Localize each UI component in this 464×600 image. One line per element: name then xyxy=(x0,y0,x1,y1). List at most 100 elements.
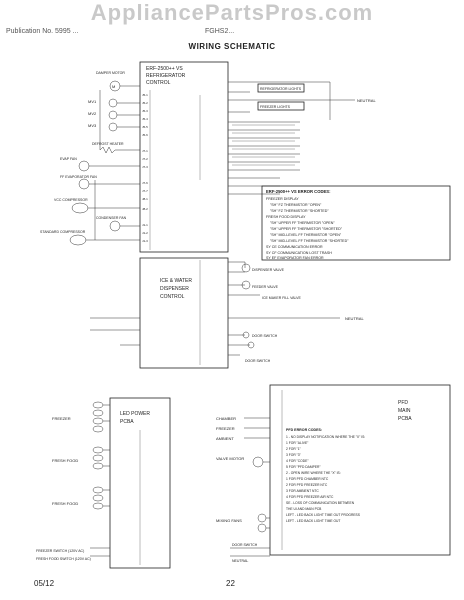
left-components: DAMPER MOTOR M MV1 MV2 MV3 DEFROST HEATE… xyxy=(40,71,127,246)
mixing-fan-1-icon xyxy=(257,513,267,523)
svg-text:FREEZER: FREEZER xyxy=(216,426,235,431)
dispenser-wires xyxy=(90,261,340,356)
svg-text:MIXING FANS: MIXING FANS xyxy=(216,518,242,523)
pfd-left-components: CHAMBER FREEZER AMBIENT VALVE MOTOR MIXI… xyxy=(216,416,267,533)
svg-text:J7-1: J7-1 xyxy=(142,149,148,153)
svg-text:SY CF COMMUNICATION LOST TRA: SY CF COMMUNICATION LOST TRASH xyxy=(266,251,332,255)
led-left-components: FREEZER FRESH FOOD FRESH FOOD FREEZER SW… xyxy=(36,401,104,561)
led-title-2: PCBA xyxy=(120,419,134,425)
svg-text:"SH" FZ THERMISTOR "SHORTED": "SH" FZ THERMISTOR "SHORTED" xyxy=(270,209,329,213)
neutral-label-mid: NEUTRAL xyxy=(345,316,364,321)
dispenser-title-2: DISPENSER xyxy=(160,286,189,292)
page-title: WIRING SCHEMATIC xyxy=(188,42,276,51)
svg-text:FRESH FOOD SWITCH (120V AC): FRESH FOOD SWITCH (120V AC) xyxy=(36,557,91,561)
door-switch-1-icon xyxy=(242,331,250,339)
standard-compressor-icon xyxy=(69,234,87,246)
svg-text:3 FOR AMBIENT NTC: 3 FOR AMBIENT NTC xyxy=(286,489,319,493)
svg-text:"SH" FZ THERMISTOR "OPEN": "SH" FZ THERMISTOR "OPEN" xyxy=(270,203,322,207)
pfd-code-lines: 1 - NO DISPLAY NOTIFICATION WHERE THE "X… xyxy=(286,435,365,523)
svg-text:J7-2: J7-2 xyxy=(142,157,148,161)
svg-text:2 - OPEN WIRE WHERE THE "X" IS: 2 - OPEN WIRE WHERE THE "X" IS: xyxy=(286,471,341,475)
svg-text:J7-6: J7-6 xyxy=(142,181,148,185)
mv2-label: MV2 xyxy=(88,111,97,116)
svg-text:J7-7: J7-7 xyxy=(142,189,148,193)
svg-text:FREEZER DISPLAY: FREEZER DISPLAY xyxy=(266,197,299,201)
freezer-lights-label: FREEZER LIGHTS xyxy=(260,105,291,109)
refrigerator-lights-label: REFRIGERATOR LIGHTS xyxy=(260,87,302,91)
svg-text:4 FOR PFD FREEZER AIR NTC: 4 FOR PFD FREEZER AIR NTC xyxy=(286,495,334,499)
svg-text:J5-3: J5-3 xyxy=(142,109,148,113)
svg-text:LEFT - LED BACK LIGHT TIME OUT: LEFT - LED BACK LIGHT TIME OUT xyxy=(286,519,340,523)
svg-text:J7-3: J7-3 xyxy=(142,165,148,169)
error-code-lines: FREEZER DISPLAY "SH" FZ THERMISTOR "OPEN… xyxy=(266,197,349,260)
svg-text:J8-2: J8-2 xyxy=(142,207,148,211)
control-title-1: ERF-2500++ VS xyxy=(146,66,183,72)
feeder-valve-icon xyxy=(241,280,251,290)
refrigerator-lights-box xyxy=(257,83,305,93)
svg-text:SY CE COMMUNICATION ERROR: SY CE COMMUNICATION ERROR xyxy=(266,245,323,249)
watermark: AppliancePartsPros.com xyxy=(90,0,374,25)
svg-text:LEFT - LED BACK LIGHT TIME OUT: LEFT - LED BACK LIGHT TIME OUT PROGRESS xyxy=(286,513,361,517)
svg-text:4 FOR "CODE": 4 FOR "CODE" xyxy=(286,459,309,463)
control-title-3: CONTROL xyxy=(146,80,171,86)
dispenser-valve-icon xyxy=(241,263,251,273)
pfd-neutral-label: NEUTRAL xyxy=(232,559,248,563)
damper-label: DAMPER MOTOR xyxy=(96,71,125,75)
refrigerator-control-board xyxy=(139,61,229,253)
svg-text:J5-6: J5-6 xyxy=(142,133,148,137)
svg-text:FRESH FOOD DISPLAY: FRESH FOOD DISPLAY xyxy=(266,215,306,219)
vcc-compressor-label: VCC COMPRESSOR xyxy=(54,198,88,202)
door-switch-1-label: DOOR SWITCH xyxy=(252,334,278,338)
footer-date: 05/12 xyxy=(34,579,55,588)
svg-text:"SH" MID-LEVEL FF THERMISTOR: "SH" MID-LEVEL FF THERMISTOR "SHORTED" xyxy=(270,239,349,243)
model-number: FGHS2... xyxy=(205,28,235,35)
pfd-title-1: PFD xyxy=(398,400,408,406)
dispenser-control-board xyxy=(139,257,229,369)
pfd-door-switch-label: DOOR SWITCH xyxy=(232,543,258,547)
pfd-title-3: PCBA xyxy=(398,416,412,422)
svg-text:"SH" UPPER FF THERMISTOR "SHO: "SH" UPPER FF THERMISTOR "SHORTED" xyxy=(270,227,343,231)
control-pin-labels: J5-1J5-2J5-3 J5-4J5-5J5-6 J7-1J7-2J7-3 J… xyxy=(142,93,148,243)
left-wires xyxy=(86,85,140,241)
led-title-1: LED POWER xyxy=(120,411,150,417)
svg-text:J1-1: J1-1 xyxy=(142,223,148,227)
feeder-valve-label: FEEDER VALVE xyxy=(252,285,279,289)
publication-number: Publication No. 5995 ... xyxy=(6,28,79,35)
vcc-compressor-icon xyxy=(71,202,89,214)
svg-text:1 FOR "ALIVE": 1 FOR "ALIVE" xyxy=(286,441,309,445)
mv1-valve-icon xyxy=(108,98,118,108)
svg-text:FRESH FOOD: FRESH FOOD xyxy=(52,501,78,506)
freezer-lights-box xyxy=(257,101,305,111)
door-switch-2-label: DOOR SWITCH xyxy=(245,359,271,363)
neutral-label-top: NEUTRAL xyxy=(357,98,376,103)
svg-text:CHAMBER: CHAMBER xyxy=(216,416,236,421)
signal-lines xyxy=(232,124,295,166)
dispenser-title-3: CONTROL xyxy=(160,294,185,300)
svg-text:FREEZER: FREEZER xyxy=(52,416,71,421)
svg-text:2 FOR "1": 2 FOR "1" xyxy=(286,447,302,451)
svg-text:VALVE MOTOR: VALVE MOTOR xyxy=(216,456,244,461)
svg-text:5 FOR "PFD DAMPER": 5 FOR "PFD DAMPER" xyxy=(286,465,321,469)
mv3-label: MV3 xyxy=(88,123,97,128)
svg-text:THE UI AND MAIN PCB: THE UI AND MAIN PCB xyxy=(286,507,322,511)
control-title-2: REFRIGERATOR xyxy=(146,73,186,79)
svg-text:"SH" UPPER FF THERMISTOR "OPE: "SH" UPPER FF THERMISTOR "OPEN" xyxy=(270,221,335,225)
valve-motor-icon xyxy=(252,456,264,468)
svg-text:AMBIENT: AMBIENT xyxy=(216,436,234,441)
mv3-valve-icon xyxy=(108,122,118,132)
ff-evap-fan-icon xyxy=(78,178,90,190)
mv1-label: MV1 xyxy=(88,99,97,104)
evap-fan-icon xyxy=(78,160,90,172)
pfd-wires xyxy=(230,417,270,557)
pfd-main-board xyxy=(269,384,451,556)
defrost-heater-icon xyxy=(99,146,116,154)
dispenser-valve-label: DISPENSER VALVE xyxy=(252,268,285,272)
evap-fan-label: EVAP FAN xyxy=(60,157,77,161)
error-codes-title: ERF-2500++ VS ERROR CODES: xyxy=(266,189,330,194)
error-codes-box xyxy=(261,185,451,261)
svg-text:J5-4: J5-4 xyxy=(142,117,148,121)
condenser-fan-icon xyxy=(109,220,121,232)
control-right-wires xyxy=(228,81,355,195)
standard-compressor-label: STANDARD COMPRESSOR xyxy=(40,230,86,234)
